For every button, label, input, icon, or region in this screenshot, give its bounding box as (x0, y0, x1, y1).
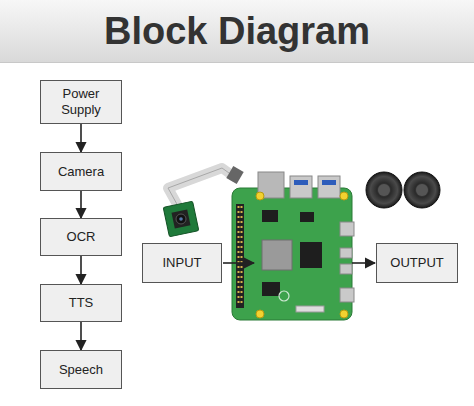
ribbon-connector (226, 166, 243, 184)
camera-module (163, 201, 199, 237)
gpio-pin (238, 271, 240, 273)
gpio-pin (238, 296, 240, 298)
gpio-pin (241, 211, 243, 213)
gpio-header (236, 204, 244, 308)
gpio-pin (241, 231, 243, 233)
gpio-pin (238, 276, 240, 278)
box-label: TTS (69, 295, 94, 311)
flow-arrow (80, 191, 82, 218)
speaker (366, 172, 402, 208)
gpio-pin (238, 236, 240, 238)
gpio-pin (241, 266, 243, 268)
raspberry-pi-board (232, 172, 354, 320)
process-box: Speech (40, 350, 122, 389)
box-label: Camera (58, 164, 104, 180)
gpio-pin (238, 291, 240, 293)
audio-jack (340, 222, 354, 236)
gpio-pin (241, 271, 243, 273)
speakers (366, 172, 440, 208)
diagram-title: Block Diagram (0, 0, 474, 62)
box-label: INPUT (163, 255, 202, 271)
box-label: Speech (59, 362, 103, 378)
gpio-pin (241, 246, 243, 248)
usb3-tongue (294, 180, 308, 185)
camera-board (163, 201, 199, 237)
mounting-hole (340, 192, 348, 200)
gpio-pin (238, 266, 240, 268)
gpio-pin (241, 276, 243, 278)
logo (279, 291, 289, 301)
chip (262, 282, 280, 296)
mounting-hole (256, 310, 264, 318)
gpio-pin (238, 246, 240, 248)
hdmi-port (340, 248, 352, 258)
gpio-pin (238, 256, 240, 258)
gpio-pin (241, 221, 243, 223)
input-box: INPUT (142, 243, 222, 283)
flow-arrow (80, 256, 82, 284)
gpio-pin (241, 236, 243, 238)
speaker-cone (416, 184, 428, 196)
ram-chip (300, 242, 322, 268)
gpio-pin (241, 206, 243, 208)
gpio-pin (241, 216, 243, 218)
power-port (340, 288, 354, 302)
speaker-cone (378, 184, 390, 196)
process-box: Power Supply (40, 80, 122, 124)
mounting-hole (340, 310, 348, 318)
usb3-tongue (322, 180, 336, 185)
signal-arrow (352, 262, 375, 264)
camera-housing (172, 210, 191, 229)
gpio-pin (241, 251, 243, 253)
processor (262, 240, 292, 270)
gpio-pin (241, 301, 243, 303)
camera-lens (176, 214, 186, 224)
gpio-pin (238, 241, 240, 243)
process-box: Camera (40, 152, 122, 191)
gpio-pin (241, 296, 243, 298)
gpio-pins (238, 206, 243, 303)
pcb (232, 188, 352, 320)
process-box: TTS (40, 284, 122, 322)
gpio-pin (238, 211, 240, 213)
hdmi-port (340, 264, 352, 274)
box-label: Power Supply (47, 86, 115, 117)
usb-port (318, 176, 340, 198)
gpio-pin (238, 216, 240, 218)
gpio-pin (238, 286, 240, 288)
signal-arrow (223, 262, 254, 264)
gpio-pin (241, 291, 243, 293)
chip (262, 210, 278, 222)
gpio-pin (241, 241, 243, 243)
gpio-pin (238, 206, 240, 208)
speaker (404, 172, 440, 208)
gpio-pin (238, 251, 240, 253)
chip (300, 212, 314, 222)
display-connector (296, 306, 324, 312)
gpio-pin (241, 226, 243, 228)
mounting-hole (256, 192, 264, 200)
gpio-pin (238, 221, 240, 223)
gpio-pin (241, 256, 243, 258)
ribbon-cable-body (168, 168, 236, 206)
box-label: OCR (67, 229, 96, 245)
ribbon-cable-edge (168, 168, 236, 206)
flow-arrow (80, 124, 82, 152)
box-label: OUTPUT (390, 255, 443, 271)
gpio-pin (238, 281, 240, 283)
gpio-pin (238, 301, 240, 303)
usb-port (290, 176, 312, 198)
process-box: OCR (40, 218, 122, 256)
flow-arrow (80, 322, 82, 350)
gpio-pin (241, 286, 243, 288)
camera-lens-glass (179, 217, 183, 221)
gpio-pin (238, 231, 240, 233)
gpio-pin (238, 226, 240, 228)
output-box: OUTPUT (376, 243, 458, 283)
gpio-pin (241, 281, 243, 283)
